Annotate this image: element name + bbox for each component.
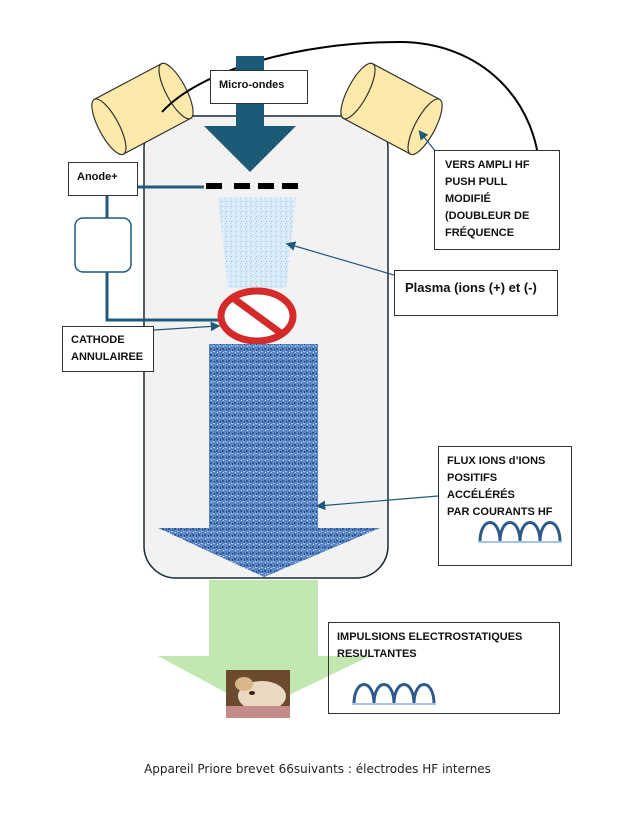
right-horn bbox=[340, 62, 443, 156]
impulsions-line-2: RESULTANTES bbox=[337, 648, 417, 660]
anode-grid bbox=[206, 183, 298, 189]
microwave-arrow bbox=[204, 56, 296, 172]
hf-generator-box bbox=[74, 217, 132, 273]
cathode-line-1: CATHODE bbox=[71, 334, 125, 346]
impulsions-line-1: IMPULSIONS ELECTROSTATIQUES bbox=[337, 631, 523, 643]
ampli-hf-label: VERS AMPLI HF PUSH PULL MODIFIÉ (DOUBLEU… bbox=[434, 150, 560, 250]
micro-ondes-text: Micro-ondes bbox=[219, 79, 285, 91]
figure-caption: Appareil Priore brevet 66suivants : élec… bbox=[144, 762, 491, 776]
flux-line-1: FLUX IONS d’IONS bbox=[447, 455, 546, 467]
hf-coil-symbol bbox=[352, 521, 562, 705]
ampli-line-3: (DOUBLEUR DE bbox=[445, 210, 530, 222]
left-horn bbox=[91, 62, 194, 156]
ampli-line-1: VERS AMPLI HF bbox=[445, 159, 530, 171]
cathode-line-2: ANNULAIREE bbox=[71, 351, 144, 363]
ion-flux-arrow bbox=[158, 344, 380, 577]
plasma-cone bbox=[218, 197, 296, 288]
output-arrow bbox=[158, 580, 370, 710]
plasma-text: Plasma (ions (+) et (-) bbox=[405, 280, 537, 295]
flux-line-3: PAR COURANTS HF bbox=[447, 506, 553, 518]
cathode-label: CATHODE ANNULAIREE bbox=[62, 326, 154, 372]
ampli-line-2: PUSH PULL MODIFIÉ bbox=[445, 176, 508, 205]
rat-photo bbox=[226, 670, 290, 718]
ampli-line-4: FRÉQUENCE bbox=[445, 227, 515, 239]
flux-line-2: POSITIFS ACCÉLÉRÉS bbox=[447, 472, 515, 501]
anode-label: Anode+ bbox=[68, 162, 138, 196]
annular-cathode bbox=[217, 287, 297, 345]
flux-ions-label: FLUX IONS d’IONS POSITIFS ACCÉLÉRÉS PAR … bbox=[438, 446, 572, 566]
plasma-label: Plasma (ions (+) et (-) bbox=[394, 270, 558, 316]
micro-ondes-label: Micro-ondes bbox=[210, 70, 308, 104]
anode-text: Anode+ bbox=[77, 171, 118, 183]
impulsions-label: IMPULSIONS ELECTROSTATIQUES RESULTANTES bbox=[328, 622, 560, 714]
circuit-wires bbox=[105, 185, 220, 322]
annotation-arrows bbox=[153, 130, 439, 511]
